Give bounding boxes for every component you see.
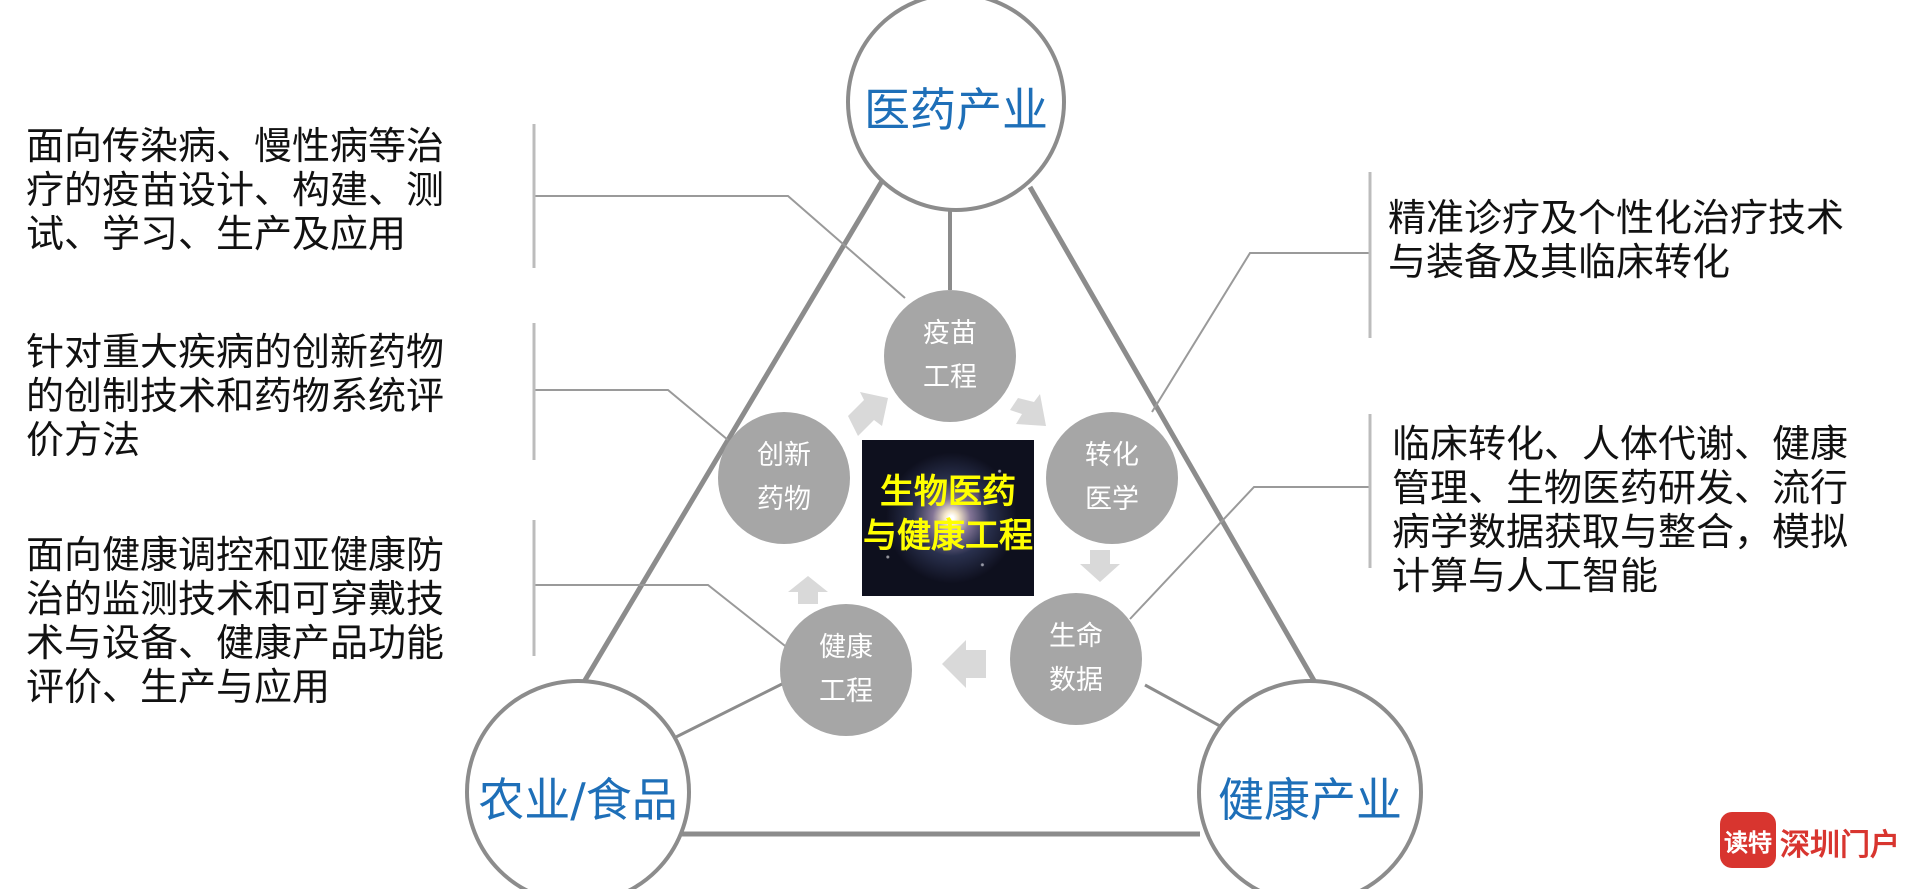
desc-translational: 精准诊疗及个性化治疗技术 与装备及其临床转化 (1388, 196, 1845, 284)
node-translational-label: 转化 医学 (1085, 440, 1139, 515)
arrow-vaccine-to-translational (1010, 394, 1046, 426)
hub-pharma-circle (846, 0, 1066, 212)
watermark-text: 深圳门户 (1780, 828, 1900, 863)
triangle-edge-right (1027, 185, 1323, 693)
center-label: 生物医药 与健康工程 (863, 472, 1033, 556)
arrow-life-data-to-health-eng (942, 640, 986, 688)
hub-health-circle (1197, 679, 1423, 889)
arrow-translational-to-life-data (1080, 550, 1120, 582)
desc-vaccine: 面向传染病、慢性病等治 疗的疫苗设计、构建、测 试、学习、生产及应用 (26, 124, 445, 256)
node-life-data-label: 生命 数据 (1049, 621, 1103, 696)
hub-health-industry-label: 健康产业 (1218, 773, 1402, 827)
desc-innovative-drug: 针对重大疾病的创新药物 的创制技术和药物系统评 价方法 (26, 330, 445, 462)
node-translational-circle (1046, 412, 1178, 544)
node-vaccine-circle (884, 290, 1016, 422)
hub-agri-food-label: 农业/食品 (478, 773, 678, 827)
node-life-data-circle (1010, 593, 1142, 725)
node-health-eng-label: 健康 工程 (819, 632, 873, 707)
desc-life-data: 临床转化、人体代谢、健康 管理、生物医药研发、流行 病学数据获取与整合，模拟 计… (1392, 422, 1849, 598)
desc-health-eng: 面向健康调控和亚健康防 治的监测技术和可穿戴技 术与设备、健康产品功能 评价、生… (26, 533, 445, 709)
node-health-eng-circle (780, 604, 912, 736)
watermark-badge: 读特 (1720, 812, 1776, 868)
leader-translational (1151, 252, 1370, 413)
center-galaxy-image (862, 440, 1034, 596)
arrow-innovative-drug-to-vaccine (848, 392, 888, 436)
leader-life-data (1129, 486, 1370, 620)
node-vaccine-label: 疫苗 工程 (923, 318, 977, 393)
connector-agri-health-eng (669, 678, 791, 742)
hub-agri-circle (465, 679, 691, 889)
leader-health-eng (534, 584, 795, 654)
triangle-edge-left (575, 174, 888, 694)
arrow-health-eng-to-innovative-drug (788, 576, 828, 604)
node-innovative-drug-circle (718, 412, 850, 544)
connector-health-life-data (1144, 683, 1221, 728)
leader-innovative-drug (534, 389, 729, 441)
hub-pharma-label: 医药产业 (864, 83, 1048, 137)
leader-vaccine (534, 195, 906, 299)
node-innovative-drug-label: 创新 药物 (757, 440, 811, 515)
